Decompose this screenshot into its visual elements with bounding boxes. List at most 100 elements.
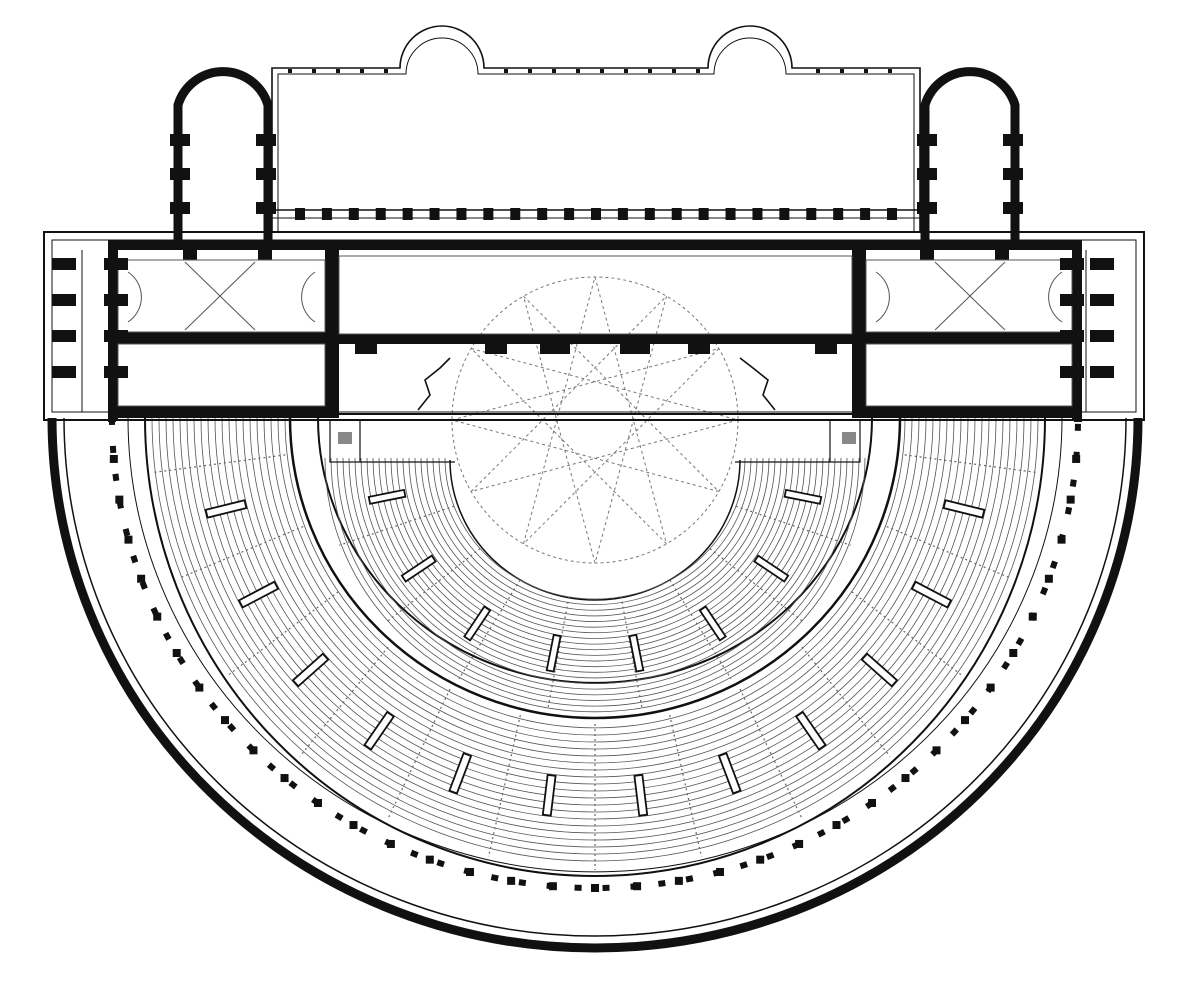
stair-lower (547, 596, 570, 710)
portico-column (617, 208, 628, 220)
seating-row (270, 417, 920, 743)
stair-lower (669, 579, 732, 680)
praecinctio-outer (288, 417, 902, 720)
seating-row (420, 457, 770, 622)
vomitoria-markers (204, 488, 986, 817)
vomitorium (783, 488, 823, 505)
apse-pier (917, 134, 937, 146)
stage-front (329, 413, 861, 463)
portico-column (483, 208, 494, 220)
wall-dot (312, 69, 316, 73)
side-bays (52, 250, 1114, 412)
colonnade-column (868, 799, 877, 808)
vomitorium (463, 605, 492, 642)
vomitorium (794, 710, 827, 751)
wall-dot (840, 69, 844, 73)
seating-row (414, 457, 776, 628)
colonnade-column (960, 716, 969, 725)
radial-stairs (153, 454, 1037, 870)
colonnade-column (1044, 574, 1053, 583)
seating-row (354, 457, 836, 684)
bay-pier (52, 258, 76, 270)
stair-lower (458, 579, 521, 680)
colonnade-column (349, 821, 358, 830)
scene-building (43, 231, 1145, 463)
bay-pier (104, 330, 128, 342)
colonnade-column (1009, 649, 1018, 657)
stair-lower (735, 505, 851, 546)
wall-dot (888, 69, 892, 73)
apse-pier (256, 134, 276, 146)
bay-pier (104, 258, 128, 270)
apse-pier (170, 202, 190, 214)
bay-pier (1060, 258, 1084, 270)
vomitorium (753, 554, 790, 583)
wall-dot (672, 69, 676, 73)
colonnade-column (386, 839, 395, 848)
colonnade-column (195, 683, 204, 692)
vomitorium (942, 499, 986, 519)
wall-dot (504, 69, 508, 73)
vomitorium (717, 752, 742, 795)
wall-dot (816, 69, 820, 73)
portico-column (537, 208, 548, 220)
colonnade-column (153, 612, 162, 621)
portico-column (564, 208, 575, 220)
apse-pier (917, 202, 937, 214)
colonnade-ring (109, 417, 1081, 891)
vomitorium (363, 710, 396, 751)
wall-dot (648, 69, 652, 73)
colonnade-column (115, 495, 124, 504)
seating-row (324, 457, 866, 713)
portico-column (321, 208, 332, 220)
colonnade-column (633, 882, 642, 891)
apse-pier (256, 168, 276, 180)
colonnade-column (716, 867, 725, 876)
colonnade-column (1028, 612, 1037, 621)
seating-row (263, 417, 927, 750)
bay-pier (1060, 330, 1084, 342)
colonnade-column (172, 649, 181, 657)
apse-pier (917, 168, 937, 180)
colonnade-column (548, 882, 557, 891)
wall-dot (696, 69, 700, 73)
portico-columns (295, 208, 897, 220)
wall-dot (384, 69, 388, 73)
vomitorium (237, 580, 280, 609)
colonnade-column (137, 574, 146, 583)
colonnade-column (1057, 535, 1066, 544)
stair-upper (387, 688, 451, 819)
seating-row (396, 457, 794, 645)
colonnade-ring-line (127, 417, 1063, 873)
wall-dot (576, 69, 580, 73)
upper-seating-outer (144, 417, 1046, 877)
vomitorium (860, 652, 899, 688)
seating-row (235, 417, 955, 778)
colonnade-column (221, 716, 230, 725)
portico-column (698, 208, 709, 220)
bay-pier (52, 330, 76, 342)
colonnade-column (932, 746, 941, 755)
vomitorium (698, 605, 727, 642)
vomitorium (545, 633, 562, 673)
portico-column (725, 208, 736, 220)
seating-row (165, 417, 1025, 848)
portico-column (833, 208, 844, 220)
portico-column (348, 208, 359, 220)
vomitorium (291, 652, 330, 688)
colonnade-column (249, 746, 258, 755)
vomitorium (541, 773, 557, 817)
portico-column (644, 208, 655, 220)
colonnade-column (756, 855, 765, 864)
bay-pier (52, 294, 76, 306)
vomitorium (204, 499, 248, 519)
orchestra-edge (449, 459, 741, 601)
colonnade-column (280, 774, 289, 783)
bay-pier (52, 366, 76, 378)
wall-dot (360, 69, 364, 73)
scaenae-frons-niches (355, 344, 837, 354)
vomitorium (910, 580, 953, 609)
seating-row (284, 417, 906, 729)
construction-star (451, 276, 739, 564)
